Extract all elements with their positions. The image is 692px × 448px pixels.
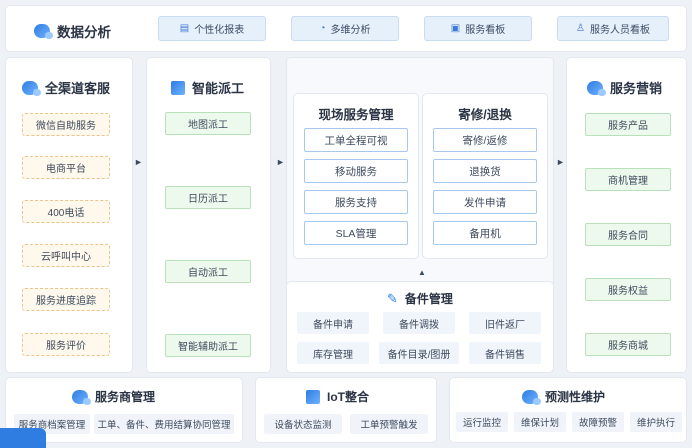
iot-integration-panel: IoT整合 设备状态监测 工单预警触发 — [256, 378, 436, 442]
predictive-item-maintenance-plan[interactable]: 维保计划 — [514, 412, 566, 432]
iot-icon — [306, 389, 320, 404]
provider-management-title: 服务商管理 — [72, 388, 155, 405]
parts-item-return-factory[interactable]: 旧件返厂 — [469, 312, 541, 334]
custom-report-button[interactable]: ▤个性化报表 — [158, 16, 266, 41]
omni-item-wechat[interactable]: 微信自助服务 — [22, 113, 110, 136]
smart-dispatch-panel: 智能派工 地图派工 日历派工 自动派工 智能辅助派工 — [147, 58, 270, 372]
floating-widget-button[interactable] — [0, 428, 46, 448]
repair-item-shipment-request[interactable]: 发件申请 — [433, 190, 537, 214]
iot-integration-title: IoT整合 — [306, 388, 369, 405]
smart-dispatch-title: 智能派工 — [171, 78, 244, 97]
arrow-dispatch-to-onsite: ► — [276, 157, 285, 167]
iot-item-ticket-alert[interactable]: 工单预警触发 — [350, 414, 428, 434]
dispatch-item-assisted[interactable]: 智能辅助派工 — [165, 334, 251, 357]
marketing-item-products[interactable]: 服务产品 — [585, 113, 671, 136]
parts-management-title: ✎ 备件管理 — [387, 290, 453, 307]
parts-management-panel: ✎ 备件管理 备件申请 备件调拨 旧件返厂 库存管理 备件目录/图册 备件销售 — [287, 282, 553, 372]
onsite-service-title: 现场服务管理 — [318, 108, 394, 122]
repair-return-panel: 寄修/退换 寄修/返修 退换货 发件申请 备用机 — [423, 94, 547, 258]
repair-item-send-repair[interactable]: 寄修/返修 — [433, 128, 537, 152]
iot-item-device-monitoring[interactable]: 设备状态监测 — [264, 414, 342, 434]
dashboard-icon: ▣ — [450, 23, 461, 34]
predictive-item-fault-warning[interactable]: 故障预警 — [572, 412, 624, 432]
predictive-maintenance-title: 预测性维护 — [522, 388, 605, 405]
omni-item-call-center[interactable]: 云呼叫中心 — [22, 244, 110, 267]
omni-item-progress-tracking[interactable]: 服务进度追踪 — [22, 288, 110, 311]
provider-item-settlement[interactable]: 工单、备件、费用结算协同管理 — [94, 414, 234, 434]
provider-icon — [72, 389, 91, 405]
multi-dim-analysis-button[interactable]: ◔多维分析 — [291, 16, 399, 41]
dispatch-icon — [171, 80, 185, 95]
omni-channel-panel: 全渠道客服 微信自助服务 电商平台 400电话 云呼叫中心 服务进度追踪 服务评… — [6, 58, 132, 372]
arrow-core-to-marketing: ► — [556, 157, 565, 167]
parts-item-request[interactable]: 备件申请 — [297, 312, 369, 334]
onsite-service-panel: 现场服务管理 工单全程可视 移动服务 服务支持 SLA管理 — [294, 94, 418, 258]
parts-item-catalog[interactable]: 备件目录/图册 — [379, 342, 459, 364]
wrench-icon: ✎ — [387, 290, 398, 306]
data-analysis-icon — [34, 24, 53, 39]
omni-item-ecommerce[interactable]: 电商平台 — [22, 156, 110, 179]
parts-item-transfer[interactable]: 备件调拨 — [383, 312, 455, 334]
predictive-maintenance-panel: 预测性维护 运行监控 维保计划 故障预警 维护执行 — [450, 378, 686, 442]
service-board-button[interactable]: ▣服务看板 — [424, 16, 532, 41]
service-marketing-panel: 服务营销 服务产品 商机管理 服务合同 服务权益 服务商城 — [567, 58, 686, 372]
parts-item-inventory[interactable]: 库存管理 — [297, 342, 369, 364]
data-analysis-panel: 数据分析 ▤个性化报表 ◔多维分析 ▣服务看板 ♙服务人员看板 — [6, 6, 686, 51]
omni-item-400-phone[interactable]: 400电话 — [22, 200, 110, 223]
marketing-item-contracts[interactable]: 服务合同 — [585, 223, 671, 246]
repair-return-title: 寄修/退换 — [458, 108, 512, 122]
arrow-parts-to-service: ▲ — [418, 268, 426, 277]
repair-item-spare-device[interactable]: 备用机 — [433, 221, 537, 245]
onsite-item-service-support[interactable]: 服务支持 — [304, 190, 408, 214]
service-core-panel: 现场服务管理 工单全程可视 移动服务 服务支持 SLA管理 寄修/退换 寄修/返… — [287, 58, 553, 372]
omni-item-service-rating[interactable]: 服务评价 — [22, 333, 110, 356]
service-marketing-title: 服务营销 — [587, 78, 662, 97]
dispatch-item-map[interactable]: 地图派工 — [165, 112, 251, 135]
chat-bubble-icon — [22, 80, 41, 96]
onsite-item-sla[interactable]: SLA管理 — [304, 221, 408, 245]
staff-board-button[interactable]: ♙服务人员看板 — [557, 16, 669, 41]
predictive-item-maintenance-exec[interactable]: 维护执行 — [630, 412, 682, 432]
report-icon: ▤ — [179, 23, 190, 34]
pie-chart-icon: ◔ — [319, 23, 326, 34]
repair-item-exchange[interactable]: 退换货 — [433, 159, 537, 183]
arrow-omni-to-dispatch: ► — [134, 157, 143, 167]
dispatch-item-auto[interactable]: 自动派工 — [165, 260, 251, 283]
data-analysis-title: 数据分析 — [34, 21, 111, 41]
omni-channel-title: 全渠道客服 — [22, 78, 110, 97]
dispatch-item-calendar[interactable]: 日历派工 — [165, 186, 251, 209]
heart-icon — [587, 80, 606, 96]
predictive-icon — [522, 389, 541, 405]
user-icon: ♙ — [576, 23, 585, 34]
parts-item-sales[interactable]: 备件销售 — [469, 342, 541, 364]
onsite-item-mobile-service[interactable]: 移动服务 — [304, 159, 408, 183]
predictive-item-run-monitoring[interactable]: 运行监控 — [456, 412, 508, 432]
marketing-item-entitlements[interactable]: 服务权益 — [585, 278, 671, 301]
onsite-item-ticket-visibility[interactable]: 工单全程可视 — [304, 128, 408, 152]
marketing-item-mall[interactable]: 服务商城 — [585, 333, 671, 356]
marketing-item-opportunities[interactable]: 商机管理 — [585, 168, 671, 191]
